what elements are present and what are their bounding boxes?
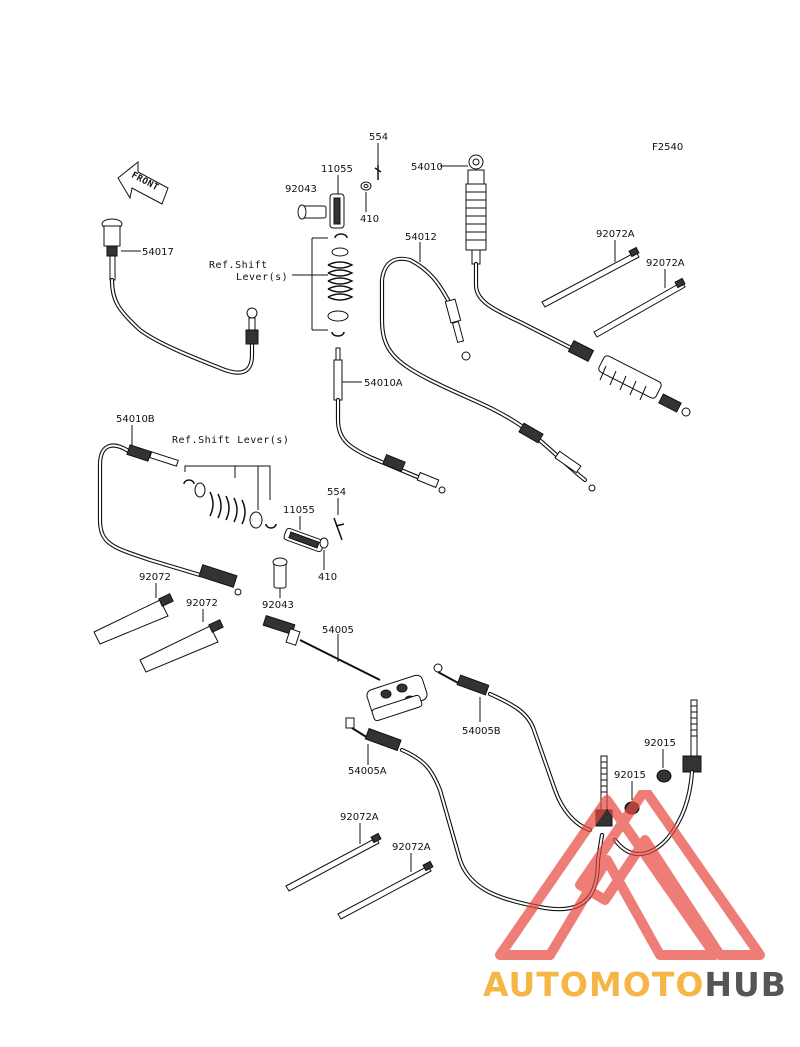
cable-54010B <box>97 443 242 596</box>
callout-92072-2: 92072 <box>186 598 218 609</box>
rod-right-2 <box>612 699 702 857</box>
cable-tie-92072-1 <box>93 593 174 645</box>
figure-code: F2540 <box>652 142 683 153</box>
washer-410-bottom <box>319 537 329 549</box>
ref-shift-bottom: Ref.Shift Lever(s) <box>172 435 289 446</box>
cable-54010A <box>333 347 446 494</box>
nut-92015-1 <box>656 769 672 783</box>
ref-shift-top-line2: Lever(s) <box>236 272 288 283</box>
callout-92072-1: 92072 <box>139 572 171 583</box>
callout-54005B: 54005B <box>462 726 501 737</box>
callout-11055-bottom: 11055 <box>283 505 315 516</box>
watermark-text-moto: MOTO <box>588 965 705 1004</box>
callout-54017: 54017 <box>142 247 174 258</box>
callout-92015-2: 92015 <box>614 770 646 781</box>
cable-tie-92072A-1 <box>541 246 640 308</box>
watermark-text: AUTOMOTOHUB <box>470 965 800 1004</box>
callout-54005: 54005 <box>322 625 354 636</box>
cable-54012 <box>379 256 596 492</box>
callout-54005A: 54005A <box>348 766 387 777</box>
callout-92072A-2: 92072A <box>646 258 685 269</box>
callout-92043-top: 92043 <box>285 184 317 195</box>
cable-54017 <box>101 218 259 375</box>
callout-54010: 54010 <box>411 162 443 173</box>
cable-tie-92072A-2 <box>593 277 686 338</box>
callout-554-top: 554 <box>369 132 388 143</box>
cable-tie-92072-2 <box>139 619 224 673</box>
callout-54012: 54012 <box>405 232 437 243</box>
watermark-logo: AUTOMOTOHUB <box>470 785 800 1004</box>
spring-stack-top <box>327 233 354 337</box>
junction-block <box>366 674 428 722</box>
pin-92043-bottom <box>272 557 288 589</box>
lever-11055-bottom <box>283 527 325 553</box>
callout-54010B: 54010B <box>116 414 155 425</box>
watermark-text-hub: HUB <box>704 965 787 1004</box>
cotter-pin-554-bottom <box>333 517 345 541</box>
callout-92072A-4: 92072A <box>392 842 431 853</box>
lever-11055-top <box>329 193 345 229</box>
front-arrow-icon: FRONT <box>117 160 169 205</box>
callout-54010A: 54010A <box>364 378 403 389</box>
callout-410-bottom: 410 <box>318 572 337 583</box>
cable-tie-92072A-4 <box>337 860 434 920</box>
washer-410-top <box>360 181 372 191</box>
watermark-text-auto: AUTO <box>483 965 589 1004</box>
callout-92072A-1: 92072A <box>596 229 635 240</box>
ref-shift-top-line1: Ref.Shift <box>209 260 268 271</box>
cable-54005 <box>262 614 428 722</box>
callout-92072A-3: 92072A <box>340 812 379 823</box>
cable-54005B <box>433 663 593 833</box>
pin-92043-top <box>297 204 327 220</box>
callout-410-top: 410 <box>360 214 379 225</box>
callout-11055-top: 11055 <box>321 164 353 175</box>
callout-92015-1: 92015 <box>644 738 676 749</box>
cotter-pin-554-top <box>374 165 382 180</box>
callout-554-bottom: 554 <box>327 487 346 498</box>
watermark-triangle-icon <box>495 785 765 960</box>
cable-54010 <box>465 154 691 417</box>
cable-tie-92072A-3 <box>285 832 382 892</box>
spring-stack-bottom <box>183 479 277 529</box>
callout-92043-bottom: 92043 <box>262 600 294 611</box>
